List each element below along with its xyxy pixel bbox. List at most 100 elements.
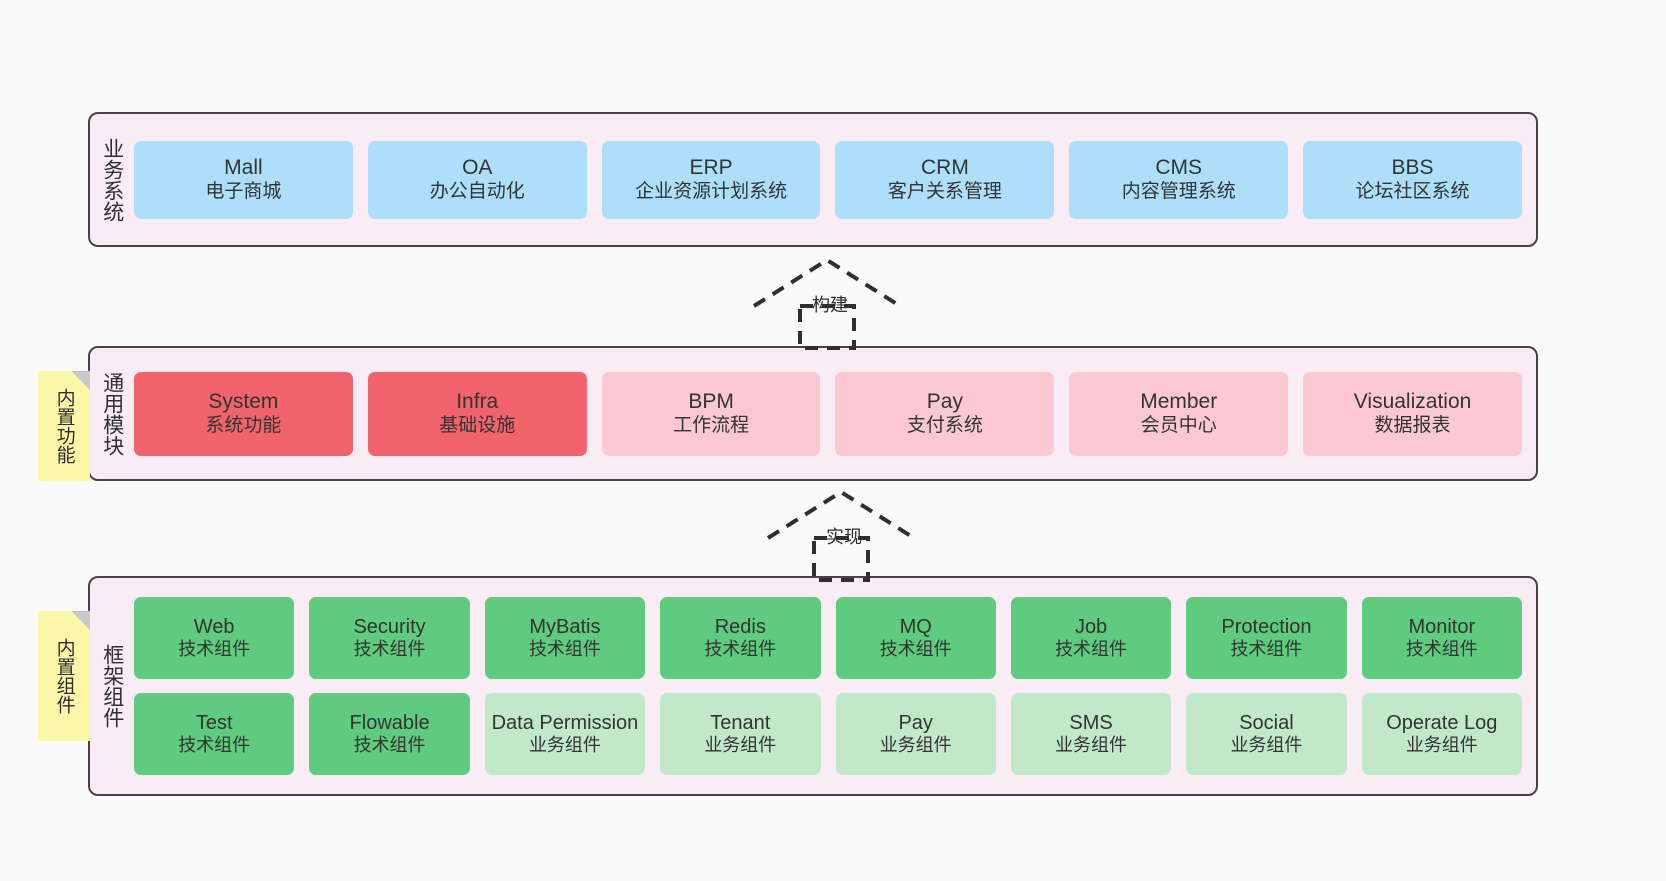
- layer-framework-components: 框架组件 Web 技术组件 Security 技术组件 MyBatis 技术组件…: [88, 576, 1538, 796]
- connector-implement-label: 实现: [826, 527, 862, 547]
- module-name-en: System: [208, 389, 279, 413]
- component-box-mq[interactable]: MQ 技术组件: [835, 597, 996, 679]
- module-box-mall[interactable]: Mall 电子商城: [134, 140, 353, 219]
- module-box-pay[interactable]: Pay 支付系统: [835, 371, 1055, 456]
- layer-body-framework-components: Web 技术组件 Security 技术组件 MyBatis 技术组件 Redi…: [134, 578, 1536, 794]
- component-type-cn: 技术组件: [1405, 639, 1478, 660]
- component-name-en: Data Permission: [491, 711, 639, 734]
- component-box-operate-log[interactable]: Operate Log 业务组件: [1361, 693, 1522, 775]
- module-name-cn: 支付系统: [906, 414, 983, 436]
- note-builtin-features: 内置功能: [38, 371, 90, 481]
- component-name-en: Test: [195, 711, 233, 734]
- component-box-job[interactable]: Job 技术组件: [1010, 597, 1172, 679]
- layer-body-common-modules: System 系统功能 Infra 基础设施 BPM 工作流程 Pay 支付系统…: [134, 348, 1536, 479]
- layer-body-business-systems: Mall 电子商城 OA 办公自动化 ERP 企业资源计划系统 CRM 客户关系…: [134, 114, 1536, 245]
- module-box-infra[interactable]: Infra 基础设施: [367, 371, 587, 456]
- connector-implement: 实现: [766, 488, 916, 582]
- note-label: 内置组件: [53, 638, 75, 714]
- component-name-en: MQ: [899, 615, 932, 638]
- module-name-en: Infra: [456, 389, 499, 413]
- module-name-cn: 电子商城: [205, 180, 282, 202]
- component-name-en: Web: [193, 615, 235, 638]
- module-name-en: CMS: [1155, 155, 1203, 179]
- component-name-en: Job: [1074, 615, 1108, 638]
- module-row: Web 技术组件 Security 技术组件 MyBatis 技术组件 Redi…: [134, 597, 1522, 679]
- component-box-web[interactable]: Web 技术组件: [134, 597, 295, 679]
- component-box-mybatis[interactable]: MyBatis 技术组件: [484, 597, 646, 679]
- component-type-cn: 业务组件: [879, 735, 952, 756]
- module-name-en: Mall: [224, 155, 263, 179]
- component-box-social[interactable]: Social 业务组件: [1186, 693, 1347, 775]
- module-name-cn: 会员中心: [1140, 414, 1217, 436]
- component-box-redis[interactable]: Redis 技术组件: [660, 597, 821, 679]
- layer-business-systems: 业务系统 Mall 电子商城 OA 办公自动化 ERP 企业资源计划系统 CRM…: [88, 112, 1538, 247]
- component-name-en: Flowable: [349, 711, 430, 734]
- module-name-cn: 内容管理系统: [1121, 180, 1236, 202]
- module-box-oa[interactable]: OA 办公自动化: [367, 140, 587, 219]
- connector-build-shape: [752, 257, 902, 350]
- component-box-sms[interactable]: SMS 业务组件: [1010, 693, 1172, 775]
- module-name-cn: 数据报表: [1374, 414, 1451, 436]
- component-type-cn: 技术组件: [353, 735, 426, 756]
- component-type-cn: 技术组件: [528, 639, 601, 660]
- component-name-en: Pay: [898, 711, 933, 734]
- module-name-cn: 基础设施: [439, 414, 516, 436]
- connector-implement-shape: [766, 489, 916, 582]
- note-builtin-components: 内置组件: [38, 611, 90, 741]
- component-type-cn: 技术组件: [353, 639, 426, 660]
- note-label: 内置功能: [53, 388, 75, 464]
- component-type-cn: 业务组件: [1405, 735, 1478, 756]
- module-name-cn: 办公自动化: [429, 180, 525, 202]
- module-row: Test 技术组件 Flowable 技术组件 Data Permission …: [134, 693, 1522, 775]
- component-name-en: Social: [1239, 711, 1294, 734]
- module-name-cn: 工作流程: [673, 414, 750, 436]
- module-name-en: Member: [1140, 389, 1218, 413]
- component-name-en: Tenant: [710, 711, 771, 734]
- module-box-system[interactable]: System 系统功能: [134, 371, 353, 456]
- module-row: Mall 电子商城 OA 办公自动化 ERP 企业资源计划系统 CRM 客户关系…: [134, 140, 1522, 219]
- component-box-security[interactable]: Security 技术组件: [309, 597, 470, 679]
- connector-build: 构建: [752, 256, 902, 350]
- component-type-cn: 业务组件: [528, 735, 601, 756]
- component-box-pay[interactable]: Pay 业务组件: [835, 693, 996, 775]
- module-name-cn: 系统功能: [205, 414, 282, 436]
- module-box-member[interactable]: Member 会员中心: [1069, 371, 1289, 456]
- module-box-cms[interactable]: CMS 内容管理系统: [1069, 140, 1289, 219]
- component-type-cn: 技术组件: [1230, 639, 1303, 660]
- component-box-flowable[interactable]: Flowable 技术组件: [309, 693, 470, 775]
- module-name-en: ERP: [689, 155, 733, 179]
- module-box-bpm[interactable]: BPM 工作流程: [601, 371, 821, 456]
- component-box-test[interactable]: Test 技术组件: [134, 693, 295, 775]
- component-name-en: SMS: [1069, 711, 1113, 734]
- module-name-cn: 企业资源计划系统: [635, 180, 788, 202]
- module-box-erp[interactable]: ERP 企业资源计划系统: [601, 140, 821, 219]
- component-type-cn: 技术组件: [879, 639, 952, 660]
- module-box-bbs[interactable]: BBS 论坛社区系统: [1303, 140, 1522, 219]
- module-row: System 系统功能 Infra 基础设施 BPM 工作流程 Pay 支付系统…: [134, 371, 1522, 456]
- component-box-tenant[interactable]: Tenant 业务组件: [660, 693, 821, 775]
- component-type-cn: 业务组件: [1055, 735, 1128, 756]
- component-box-monitor[interactable]: Monitor 技术组件: [1361, 597, 1522, 679]
- component-type-cn: 业务组件: [1230, 735, 1303, 756]
- module-name-en: CRM: [920, 155, 969, 179]
- module-name-en: BPM: [688, 389, 734, 413]
- module-box-visualization[interactable]: Visualization 数据报表: [1303, 371, 1522, 456]
- layer-title-common-modules: 通用模块: [100, 371, 124, 456]
- component-name-en: MyBatis: [529, 615, 601, 638]
- module-name-cn: 客户关系管理: [887, 180, 1002, 202]
- note-fold-icon: [71, 611, 90, 630]
- layer-title-framework-components: 框架组件: [100, 644, 124, 728]
- module-name-en: BBS: [1391, 155, 1434, 179]
- connector-build-label: 构建: [812, 295, 848, 315]
- component-box-protection[interactable]: Protection 技术组件: [1186, 597, 1347, 679]
- module-box-crm[interactable]: CRM 客户关系管理: [835, 140, 1055, 219]
- component-name-en: Redis: [714, 615, 766, 638]
- component-box-data-permission[interactable]: Data Permission 业务组件: [484, 693, 646, 775]
- component-type-cn: 技术组件: [178, 639, 251, 660]
- component-type-cn: 技术组件: [178, 735, 251, 756]
- component-name-en: Monitor: [1408, 615, 1476, 638]
- layer-common-modules: 通用模块 System 系统功能 Infra 基础设施 BPM 工作流程 Pay…: [88, 346, 1538, 481]
- layer-title-business-systems: 业务系统: [100, 137, 124, 222]
- component-type-cn: 业务组件: [704, 735, 777, 756]
